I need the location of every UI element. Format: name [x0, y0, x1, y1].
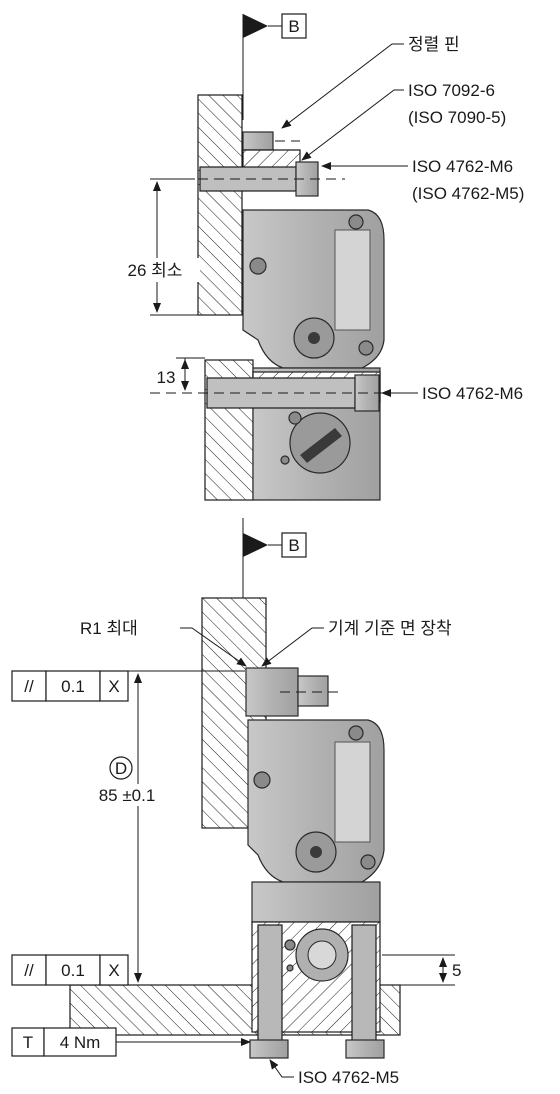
svg-text:X: X — [108, 677, 119, 696]
label-r1: R1 최대 — [80, 619, 138, 638]
lower-cam-slot — [300, 428, 342, 463]
svg-text://: // — [24, 961, 34, 980]
screw-head-icon — [286, 964, 294, 972]
center-hole — [308, 332, 320, 344]
leader-r1 — [180, 627, 247, 667]
top-view: B 26 최소 — [110, 13, 524, 501]
datum-b-text-bottom: B — [288, 536, 299, 555]
tolerance-frame-bottom: // 0.1 X — [11, 954, 129, 986]
actuator-head-bottom — [245, 667, 299, 717]
screw-head-icon — [253, 771, 271, 789]
center-hole-bottom — [310, 846, 322, 858]
left-screw — [257, 924, 283, 1056]
right-screw-head — [345, 1039, 385, 1059]
actuator-face-bottom — [334, 741, 371, 843]
label-washer-1: ISO 7092-6 — [408, 81, 495, 100]
svg-text:X: X — [108, 961, 119, 980]
connector-upper — [251, 881, 381, 923]
svg-text:0.1: 0.1 — [61, 961, 85, 980]
label-screw-1: ISO 4762-M6 — [412, 157, 513, 176]
actuator-face-top — [334, 229, 371, 331]
circle-d-text: D — [115, 759, 127, 778]
torque-frame: T 4 Nm — [11, 1027, 117, 1057]
svg-text://: // — [24, 677, 34, 696]
dim-85-label: 85 ±0.1 — [99, 786, 156, 805]
datum-b-box-top — [281, 13, 307, 39]
dim-85-label-bg — [78, 784, 178, 806]
screw-head-icon — [284, 939, 296, 951]
leader-pin — [281, 43, 404, 129]
leader-mount — [261, 627, 324, 667]
svg-text:0.1: 0.1 — [61, 677, 85, 696]
connector-pins — [307, 940, 337, 970]
alignment-pin — [242, 131, 274, 151]
screw-head-icon — [288, 411, 302, 425]
screw-head-icon — [358, 340, 374, 356]
label-mount: 기계 기준 면 장착 — [328, 619, 452, 638]
circle-d-marker — [109, 756, 133, 780]
wall-upper — [197, 94, 243, 316]
dim-5-label: 5 — [452, 961, 461, 980]
dim-13-label: 13 — [157, 368, 176, 387]
svg-text:4 Nm: 4 Nm — [60, 1033, 101, 1052]
dim-26-label: 26 최소 — [128, 261, 183, 280]
datum-b-triangle-top — [243, 14, 268, 38]
label-washer-2: (ISO 7090-5) — [408, 108, 506, 127]
label-screw-2: (ISO 4762-M5) — [412, 184, 524, 203]
screw-head-icon — [280, 455, 290, 465]
actuator-boss-bottom — [297, 675, 329, 707]
dim-26-label-bg — [110, 258, 200, 282]
svg-text:T: T — [23, 1033, 33, 1052]
leader-washer — [301, 89, 404, 161]
datum-b-triangle-bottom — [243, 533, 268, 557]
datum-b-text-top: B — [288, 17, 299, 36]
screw-head-icon — [348, 214, 364, 230]
right-screw — [351, 924, 377, 1056]
label-alignment-pin: 정렬 핀 — [408, 35, 460, 54]
bottom-view: B R1 최대 기계 기준 면 장착 — [11, 518, 461, 1087]
left-screw-head — [249, 1039, 289, 1059]
tolerance-frame-top: // 0.1 X — [11, 670, 129, 702]
screw-head-icon — [360, 854, 376, 870]
screw-head-icon — [348, 725, 364, 741]
label-screw-bottom: ISO 4762-M5 — [298, 1068, 399, 1087]
datum-b-box-bottom — [281, 532, 307, 558]
leader-screw-bottom — [269, 1059, 294, 1078]
label-screw-lower: ISO 4762-M6 — [422, 384, 523, 403]
screw-head-icon — [249, 257, 267, 275]
